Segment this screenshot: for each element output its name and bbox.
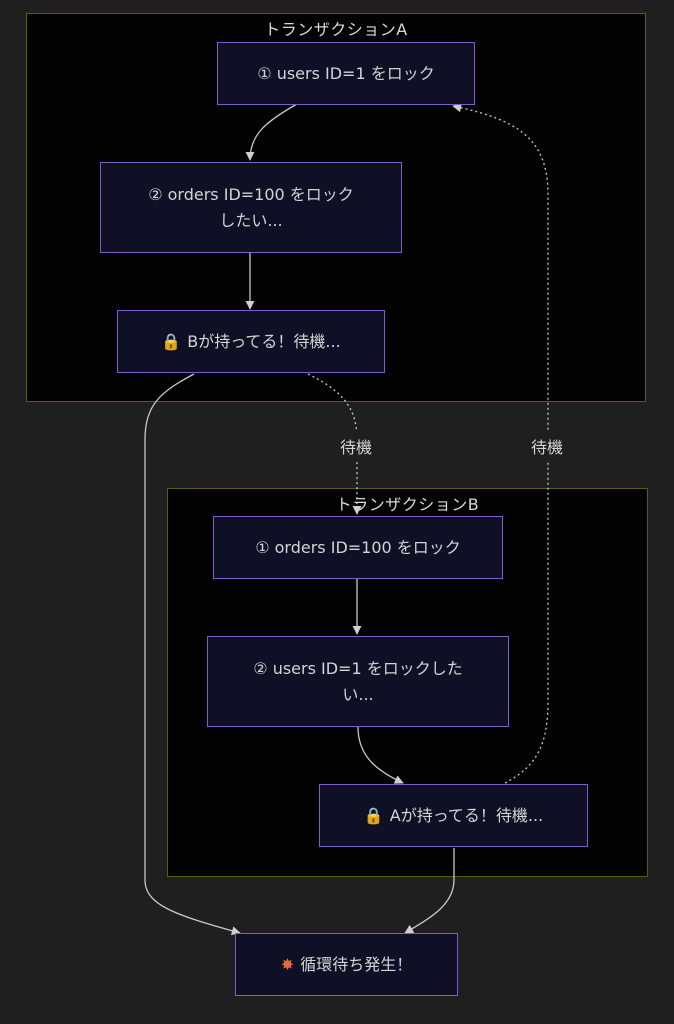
node-a2-label: ② orders ID=100 をロック したい... (148, 184, 354, 230)
cluster-title-a: トランザクションA (264, 20, 408, 39)
node-deadlock[interactable]: ✸ 循環待ち発生！ (235, 933, 458, 996)
collision-icon: ✸ (280, 954, 295, 974)
node-b3-label: Aが持ってる！待機... (389, 805, 544, 825)
lock-icon: 🔒 (363, 805, 384, 825)
node-b2-label: ② users ID=1 をロックした い... (253, 658, 463, 704)
cluster-title-b: トランザクションB (335, 495, 480, 514)
node-a3-label: Bが持ってる！待機... (187, 331, 341, 351)
edge-label-wait-b3-a1: 待機 (529, 432, 566, 460)
node-b3-waiting-a[interactable]: 🔒 Aが持ってる！待機... (319, 784, 588, 847)
lock-icon: 🔒 (161, 331, 182, 351)
node-deadlock-label: 循環待ち発生！ (300, 954, 413, 974)
edge-label-wait-a3-b1: 待機 (338, 432, 375, 460)
node-a3-waiting-b[interactable]: 🔒 Bが持ってる！待機... (117, 310, 385, 373)
node-b1-label: ① orders ID=100 をロック (255, 537, 461, 557)
node-a1-lock-users[interactable]: ① users ID=1 をロック (217, 42, 475, 105)
node-b2-want-users[interactable]: ② users ID=1 をロックした い... (207, 636, 509, 727)
node-b1-lock-orders[interactable]: ① orders ID=100 をロック (213, 516, 503, 579)
node-a2-want-orders[interactable]: ② orders ID=100 をロック したい... (100, 162, 402, 253)
node-a1-label: ① users ID=1 をロック (257, 63, 435, 83)
